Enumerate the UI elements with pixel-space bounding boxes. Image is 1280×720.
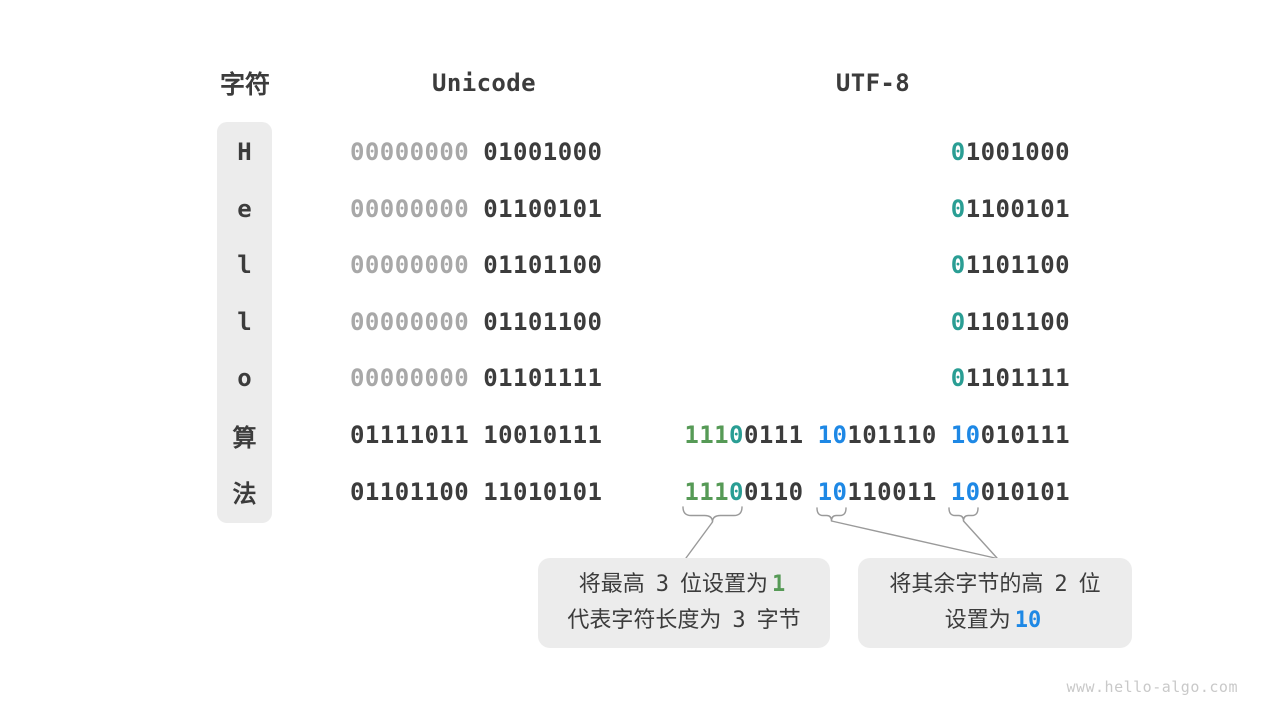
unicode-cell: 00000000 01001000 [350,124,602,180]
binary-byte: 01100101 [483,194,603,223]
utf8-cell: 11100110 10110011 10010101 [684,464,1070,520]
unicode-cell: 00000000 01101111 [350,350,602,406]
character-cell: l [237,307,252,336]
binary-byte: 10010111 [483,421,603,449]
unicode-cell: 00000000 01101100 [350,294,602,350]
binary-byte: 01001000 [483,138,603,166]
binary-byte: 11010101 [483,477,603,506]
binary-byte: 01101100 [483,251,603,280]
binary-byte: 11100111 [684,421,804,449]
character-cell: l [237,251,252,280]
binary-byte: 01101100 [950,307,1070,336]
utf8-cell: 01101100 [951,294,1070,350]
callout-text-line: 代表字符长度为 3 字节 [567,608,801,633]
character-cell: 法 [232,480,257,509]
utf8-cell: 01100101 [951,181,1070,237]
column-header-utf8: UTF-8 [835,69,911,97]
binary-byte: 11100110 [684,477,804,506]
character-column-background [217,122,272,523]
binary-byte: 01100101 [950,194,1070,223]
table-row: l 00000000 01101100 01101100 [0,294,1280,350]
binary-byte: 10110011 [817,477,937,506]
unicode-cell: 00000000 01100101 [350,181,602,237]
binary-byte: 00000000 [350,194,470,223]
table-row: l 00000000 01101100 01101100 [0,237,1280,293]
table-row: 法 01101100 11010101 11100110 10110011 1001010… [0,464,1280,520]
character-cell: o [237,364,252,393]
binary-byte: 00000000 [350,364,470,393]
table-row: H 00000000 01001000 01001000 [0,124,1280,180]
binary-byte: 01101111 [483,364,603,393]
unicode-cell: 01101100 11010101 [350,464,602,520]
binary-byte: 10101110 [817,421,937,449]
binary-byte: 10010111 [950,421,1070,449]
utf8-cell: 01001000 [951,124,1070,180]
binary-byte: 01101100 [950,251,1070,280]
binary-byte: 01101100 [483,307,603,336]
binary-byte: 01111011 [350,421,470,449]
column-header-unicode: Unicode [432,69,536,97]
binary-byte: 01101100 [350,477,470,506]
binary-byte: 00000000 [350,138,470,166]
utf8-cell: 01101100 [951,237,1070,293]
connector-line-byte2-right-callout [830,520,996,559]
column-header-char: 字符 [219,70,270,99]
binary-byte: 01001000 [950,138,1070,166]
utf8-cell: 01101111 [951,350,1070,406]
table-row: e 00000000 01100101 01100101 [0,181,1280,237]
watermark: www.hello-algo.com [1066,678,1238,696]
binary-byte: 10010101 [950,477,1070,506]
character-cell: 算 [232,423,257,452]
utf8-cell: 11100111 10101110 10010111 [684,407,1070,463]
unicode-cell: 01111011 10010111 [350,407,602,463]
table-row: 算 01111011 10010111 11100111 10101110 1001011… [0,407,1280,463]
connector-line-byte3-right-callout [962,520,998,559]
binary-byte: 01101111 [950,364,1070,393]
binary-byte: 00000000 [350,307,470,336]
character-cell: e [237,194,252,223]
unicode-cell: 00000000 01101100 [350,237,602,293]
binary-byte: 00000000 [350,251,470,280]
callout-text-line: 将其余字节的高 2 位 [889,572,1101,597]
character-cell: H [237,138,252,166]
table-row: o 00000000 01101111 01101111 [0,350,1280,406]
connector-line-left-callout [685,521,714,559]
